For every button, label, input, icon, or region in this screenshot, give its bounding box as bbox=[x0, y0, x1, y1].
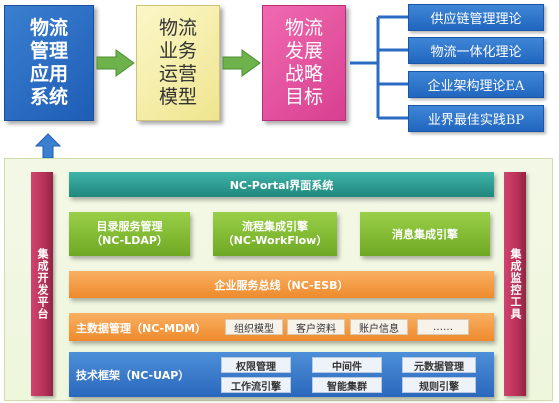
box-line: 物流 bbox=[158, 17, 197, 39]
uap-item-metadata: 元数据管理 bbox=[402, 357, 476, 373]
box-line: 发展 bbox=[284, 40, 323, 62]
logistics-management-system-box: 物流 管理 应用 系统 bbox=[4, 5, 94, 121]
box-line: 应用 bbox=[29, 63, 68, 85]
box-line: 物流 bbox=[29, 17, 68, 39]
integrated-monitor-tool-bar: 集成监控工具 bbox=[504, 172, 526, 396]
theory-best-practice: 业界最佳实践BP bbox=[408, 105, 544, 132]
arrow-left-icon bbox=[96, 49, 135, 77]
mdm-layer: 主数据管理（NC-MDM） 组织模型 客户资料 账户信息 …… bbox=[69, 313, 494, 341]
directory-service-block: 目录服务管理 （NC-LDAP） bbox=[69, 212, 190, 256]
uap-item-workflow-engine: 工作流引擎 bbox=[221, 377, 291, 393]
box-line: 运营 bbox=[158, 63, 197, 85]
uap-item-cluster: 智能集群 bbox=[312, 377, 382, 393]
theory-enterprise-architecture: 企业架构理论EA bbox=[408, 71, 544, 98]
box-line: 战略 bbox=[284, 63, 323, 85]
uap-layer: 技术框架（NC-UAP） 权限管理 中间件 元数据管理 工作流引擎 智能集群 规… bbox=[69, 352, 494, 397]
arrow-left-icon bbox=[222, 49, 261, 77]
integrated-dev-platform-bar: 集成开发平台 bbox=[31, 172, 53, 396]
uap-item-rule-engine: 规则引擎 bbox=[402, 377, 476, 393]
connector-bracket bbox=[350, 15, 408, 120]
theory-supply-chain: 供应链管理理论 bbox=[408, 4, 544, 31]
uap-item-permission: 权限管理 bbox=[221, 357, 291, 373]
workflow-engine-block: 流程集成引擎 （NC-WorkFlow） bbox=[213, 212, 337, 256]
logistics-operation-model-box: 物流 业务 运营 模型 bbox=[136, 5, 220, 121]
logistics-strategy-goal-box: 物流 发展 战略 目标 bbox=[262, 5, 346, 121]
theory-logistics-integration: 物流一体化理论 bbox=[408, 37, 544, 64]
mdm-label: 主数据管理（NC-MDM） bbox=[76, 322, 207, 335]
block-line: 流程集成引擎 bbox=[242, 220, 308, 233]
block-line: （NC-WorkFlow） bbox=[222, 234, 328, 247]
box-line: 模型 bbox=[158, 86, 197, 108]
uap-label: 技术框架（NC-UAP） bbox=[76, 369, 190, 382]
box-line: 物流 bbox=[284, 17, 323, 39]
message-engine-block: 消息集成引擎 bbox=[360, 212, 490, 256]
box-line: 目标 bbox=[284, 86, 323, 108]
block-line: 目录服务管理 bbox=[96, 220, 163, 233]
box-line: 系统 bbox=[29, 86, 68, 108]
box-line: 业务 bbox=[158, 40, 197, 62]
uap-item-middleware: 中间件 bbox=[312, 357, 382, 373]
box-line: 管理 bbox=[29, 40, 68, 62]
esb-layer: 企业服务总线（NC-ESB） bbox=[69, 271, 494, 298]
block-line: （NC-LDAP） bbox=[91, 234, 168, 247]
arrow-up-icon bbox=[34, 133, 62, 159]
mdm-item-customer: 客户资料 bbox=[287, 319, 345, 335]
mdm-item-account: 账户信息 bbox=[350, 319, 408, 335]
mdm-item-org-model: 组织模型 bbox=[225, 319, 283, 335]
mdm-item-more: …… bbox=[417, 319, 469, 335]
top-arrows bbox=[34, 15, 408, 159]
portal-layer: NC-Portal界面系统 bbox=[69, 172, 494, 197]
